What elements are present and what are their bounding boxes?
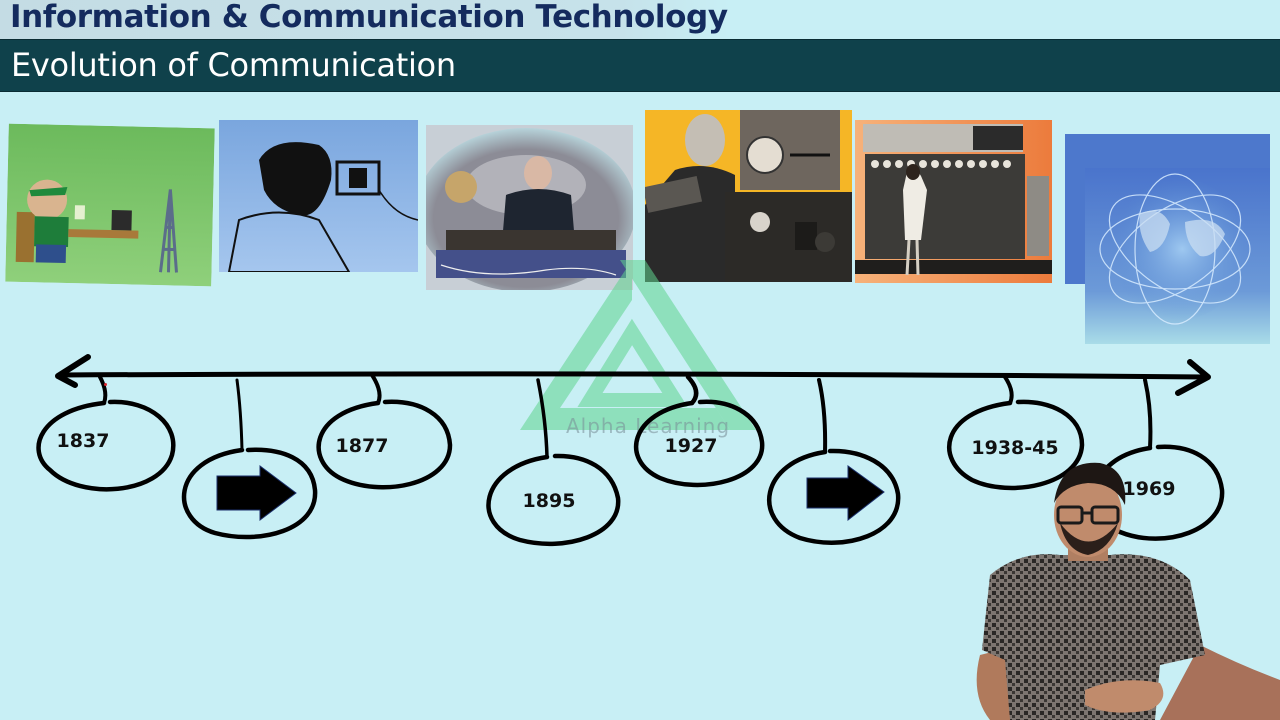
laser-pointer-dot — [104, 383, 107, 386]
timeline-year-1895: 1895 — [522, 490, 576, 512]
watermark-text: Alpha Learning — [566, 414, 731, 438]
timeline-year-1938-45: 1938-45 — [971, 437, 1059, 459]
course-title-background — [0, 0, 730, 39]
radio-image — [426, 125, 633, 290]
computer-image — [855, 120, 1052, 283]
right-arrow-icon — [806, 465, 885, 522]
timeline-year-1927: 1927 — [664, 435, 718, 457]
slide-title-banner: Evolution of Communication — [0, 39, 1280, 92]
telegraph-image — [5, 123, 215, 287]
right-arrowhead-icon — [1175, 359, 1211, 396]
course-title: Information & Communication Technology — [10, 0, 728, 35]
slide-title: Evolution of Communication — [11, 46, 456, 84]
presenter-video — [976, 462, 1280, 720]
television-image — [645, 110, 852, 282]
left-arrowhead-icon — [55, 354, 91, 388]
timeline-year-1877: 1877 — [335, 435, 389, 457]
timeline-year-1837: 1837 — [56, 430, 110, 452]
telephone-image — [219, 120, 418, 272]
internet-globe-image — [1065, 134, 1270, 344]
timeline-axis — [59, 371, 1208, 380]
right-arrow-icon — [216, 465, 297, 521]
timeline-year-1969: 1969 — [1122, 478, 1176, 500]
